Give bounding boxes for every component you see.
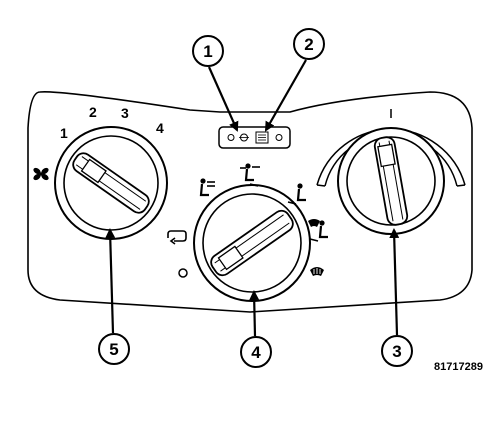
defrost-icon: [310, 267, 324, 276]
fan-speed-1: 1: [60, 125, 68, 141]
callout-3: 3: [381, 335, 413, 367]
callout-5-label: 5: [109, 340, 118, 359]
callout-2-label: 2: [304, 35, 313, 54]
mode-knob[interactable]: [193, 184, 311, 302]
fan-speed-2: 2: [89, 104, 97, 120]
floor-defrost-icon: [308, 219, 328, 242]
leader-5: [105, 228, 116, 334]
callout-3-label: 3: [392, 342, 401, 361]
temperature-knob[interactable]: [337, 127, 445, 235]
recirculation-button-icon: [239, 133, 249, 142]
leader-2: [265, 59, 307, 132]
fan-icon: [33, 167, 49, 181]
indicator-window: [218, 126, 291, 149]
leader-3: [389, 228, 400, 336]
panel-vent-icon: [199, 178, 215, 197]
callout-2: 2: [293, 28, 325, 60]
figure-number: 81717289: [434, 361, 483, 373]
off-indicator-icon: [178, 268, 188, 278]
callout-1: 1: [192, 35, 224, 67]
callout-leaders: [105, 59, 400, 337]
callout-4: 4: [240, 336, 272, 368]
fan-speed-4: 4: [156, 120, 164, 136]
rear-defrost-button-icon: [255, 131, 269, 144]
callout-4-label: 4: [251, 343, 261, 362]
bilevel-icon: [240, 163, 260, 187]
leader-1: [207, 66, 239, 132]
recirculation-icon: [167, 230, 187, 245]
fan-speed-knob[interactable]: [54, 126, 168, 240]
fan-speed-3: 3: [121, 105, 129, 121]
leader-4: [249, 290, 260, 337]
callout-5: 5: [98, 333, 130, 365]
callout-1-label: 1: [203, 42, 212, 61]
floor-icon: [287, 183, 306, 205]
